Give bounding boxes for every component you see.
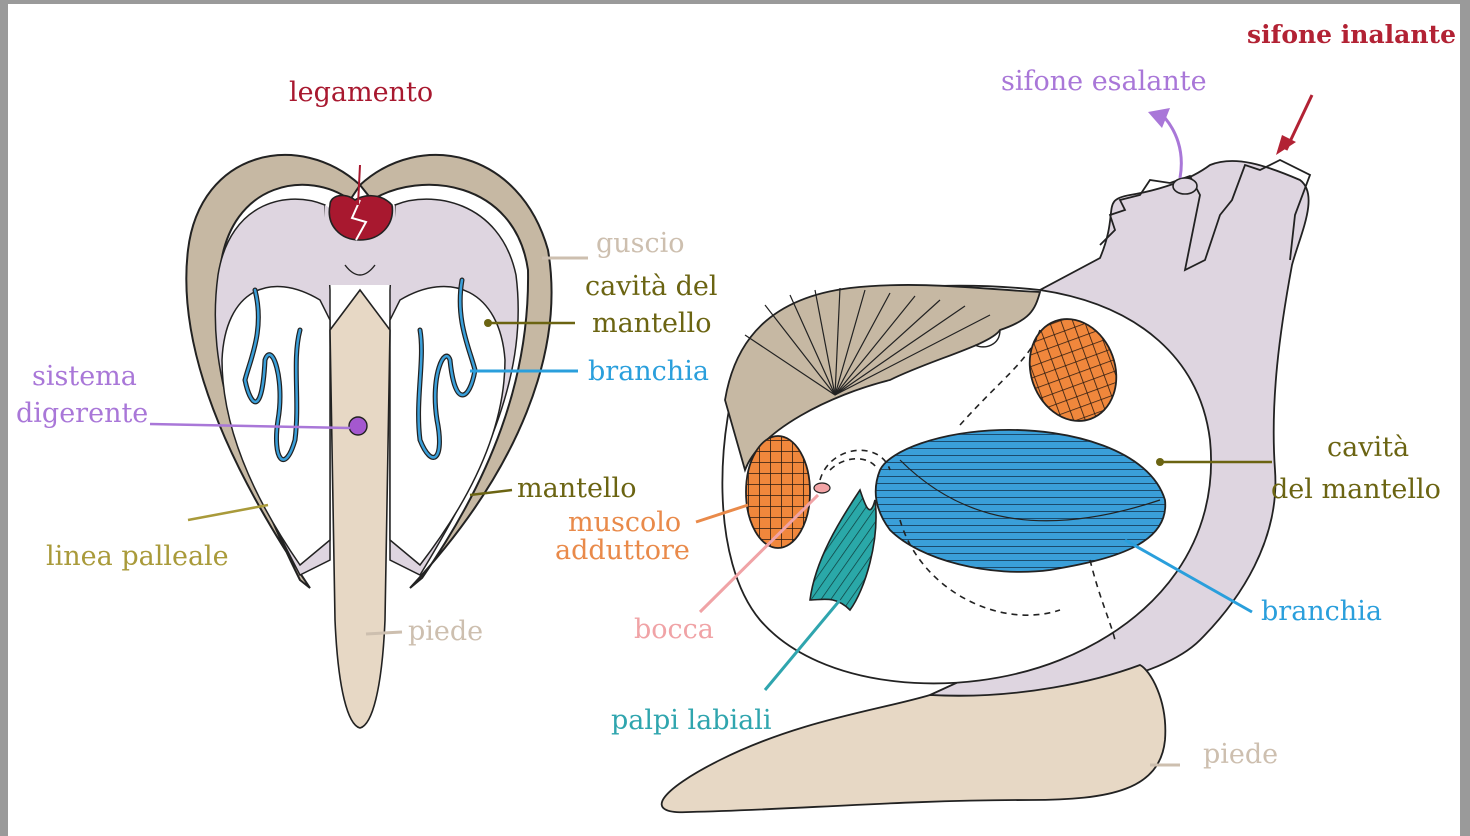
label-cavita-del: cavità del bbox=[585, 272, 718, 302]
label-piede-side: piede bbox=[1203, 740, 1278, 770]
label-bocca: bocca bbox=[634, 615, 714, 645]
cross-section-drawing bbox=[150, 155, 588, 728]
label-sistema: sistema bbox=[32, 362, 137, 392]
label-digerente: digerente bbox=[16, 399, 148, 429]
label-del-mantello: del mantello bbox=[1271, 475, 1441, 505]
label-branchia-side: branchia bbox=[1261, 597, 1382, 627]
label-mantello-cavity: mantello bbox=[592, 309, 711, 339]
label-muscolo: muscolo bbox=[568, 508, 681, 538]
cross-mantle-cavity-right bbox=[390, 287, 505, 566]
side-adductor-front bbox=[746, 436, 810, 548]
label-sifone-esalante: sifone esalante bbox=[1001, 67, 1207, 97]
label-branchia-cross: branchia bbox=[588, 357, 709, 387]
cross-digestive-dot bbox=[349, 417, 367, 435]
side-mouth bbox=[814, 483, 830, 493]
side-foot bbox=[662, 665, 1166, 812]
label-piede-cross: piede bbox=[408, 617, 483, 647]
label-adduttore: adduttore bbox=[555, 536, 690, 566]
label-mantello: mantello bbox=[517, 474, 636, 504]
label-legamento: legamento bbox=[289, 78, 433, 108]
label-linea-palleale: linea palleale bbox=[46, 542, 229, 572]
label-palpi-labiali: palpi labiali bbox=[611, 706, 772, 736]
label-cavita: cavità bbox=[1327, 433, 1409, 463]
cross-foot bbox=[330, 290, 390, 728]
label-guscio: guscio bbox=[596, 229, 685, 259]
label-sifone-inalante: sifone inalante bbox=[1247, 20, 1456, 50]
